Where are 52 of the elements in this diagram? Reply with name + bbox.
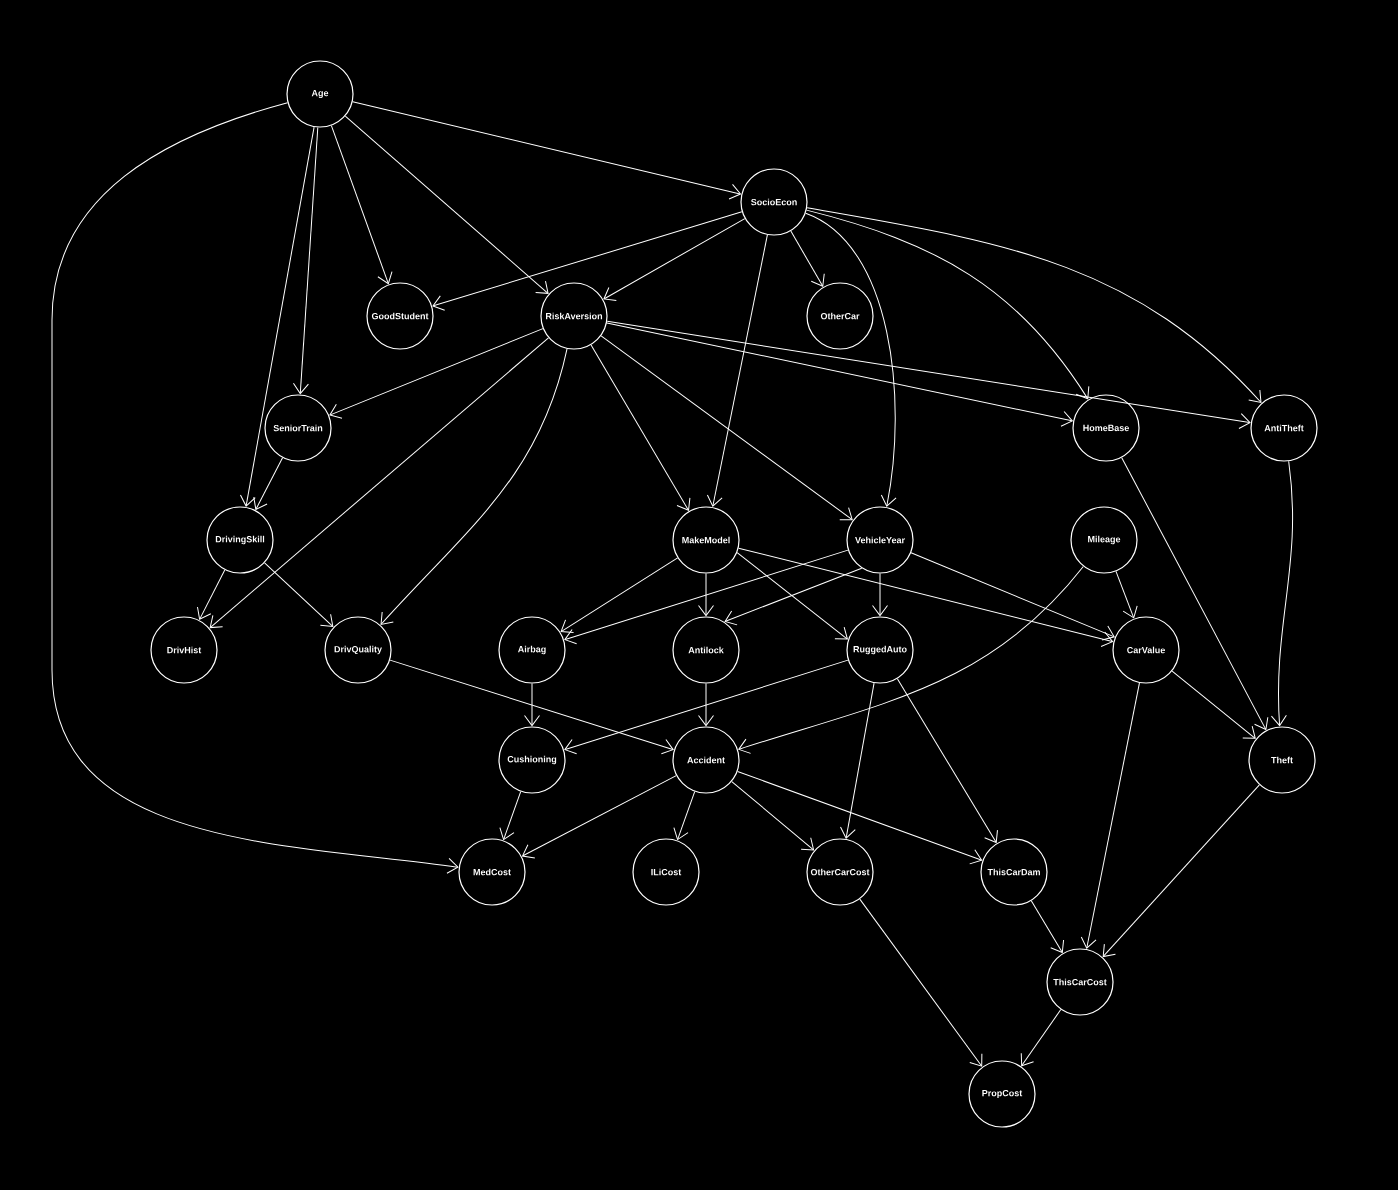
arrow — [805, 212, 897, 507]
arrow — [806, 209, 1090, 400]
arrow — [1121, 457, 1269, 731]
arrow — [292, 127, 319, 395]
arrow — [239, 126, 315, 507]
arrow — [737, 771, 983, 865]
arrow — [264, 562, 334, 627]
arrow — [524, 683, 540, 727]
arrow — [872, 573, 888, 617]
arrow — [724, 567, 863, 626]
arrow — [910, 552, 1115, 641]
arrow — [329, 328, 544, 419]
arrow — [606, 322, 1073, 427]
arrow — [606, 320, 1251, 429]
arrow — [790, 230, 825, 287]
arrow — [738, 565, 1084, 754]
arrow — [896, 678, 998, 843]
arrow — [1080, 682, 1140, 949]
arrow — [840, 682, 875, 839]
arrow — [859, 898, 983, 1067]
arrow — [1030, 900, 1065, 953]
arrow — [197, 569, 226, 620]
arrow — [738, 547, 1114, 647]
arrow — [600, 335, 853, 521]
arrow — [1102, 784, 1260, 958]
arrow — [253, 457, 284, 510]
arrow — [51, 102, 459, 874]
arrow — [432, 211, 743, 311]
arrow — [698, 683, 714, 727]
arrow — [590, 344, 691, 511]
arrow — [380, 348, 568, 625]
arrow — [1270, 460, 1294, 727]
arrow — [698, 573, 714, 617]
arrow — [736, 552, 848, 640]
arrow — [806, 207, 1262, 403]
arrow — [706, 234, 768, 507]
arrow — [603, 218, 746, 301]
arrow — [209, 337, 549, 629]
arrow — [389, 659, 674, 755]
arrow — [564, 549, 849, 645]
arrow — [673, 791, 696, 841]
arrow — [522, 775, 677, 859]
arrow — [344, 115, 549, 294]
arrow — [1020, 1009, 1062, 1067]
arrow — [1115, 570, 1138, 619]
arrow — [560, 557, 679, 634]
arrow — [731, 781, 815, 851]
arrow — [499, 791, 522, 841]
arrow — [352, 101, 741, 200]
arrow — [330, 125, 393, 285]
arrow — [1171, 670, 1256, 739]
arrow — [564, 659, 849, 755]
